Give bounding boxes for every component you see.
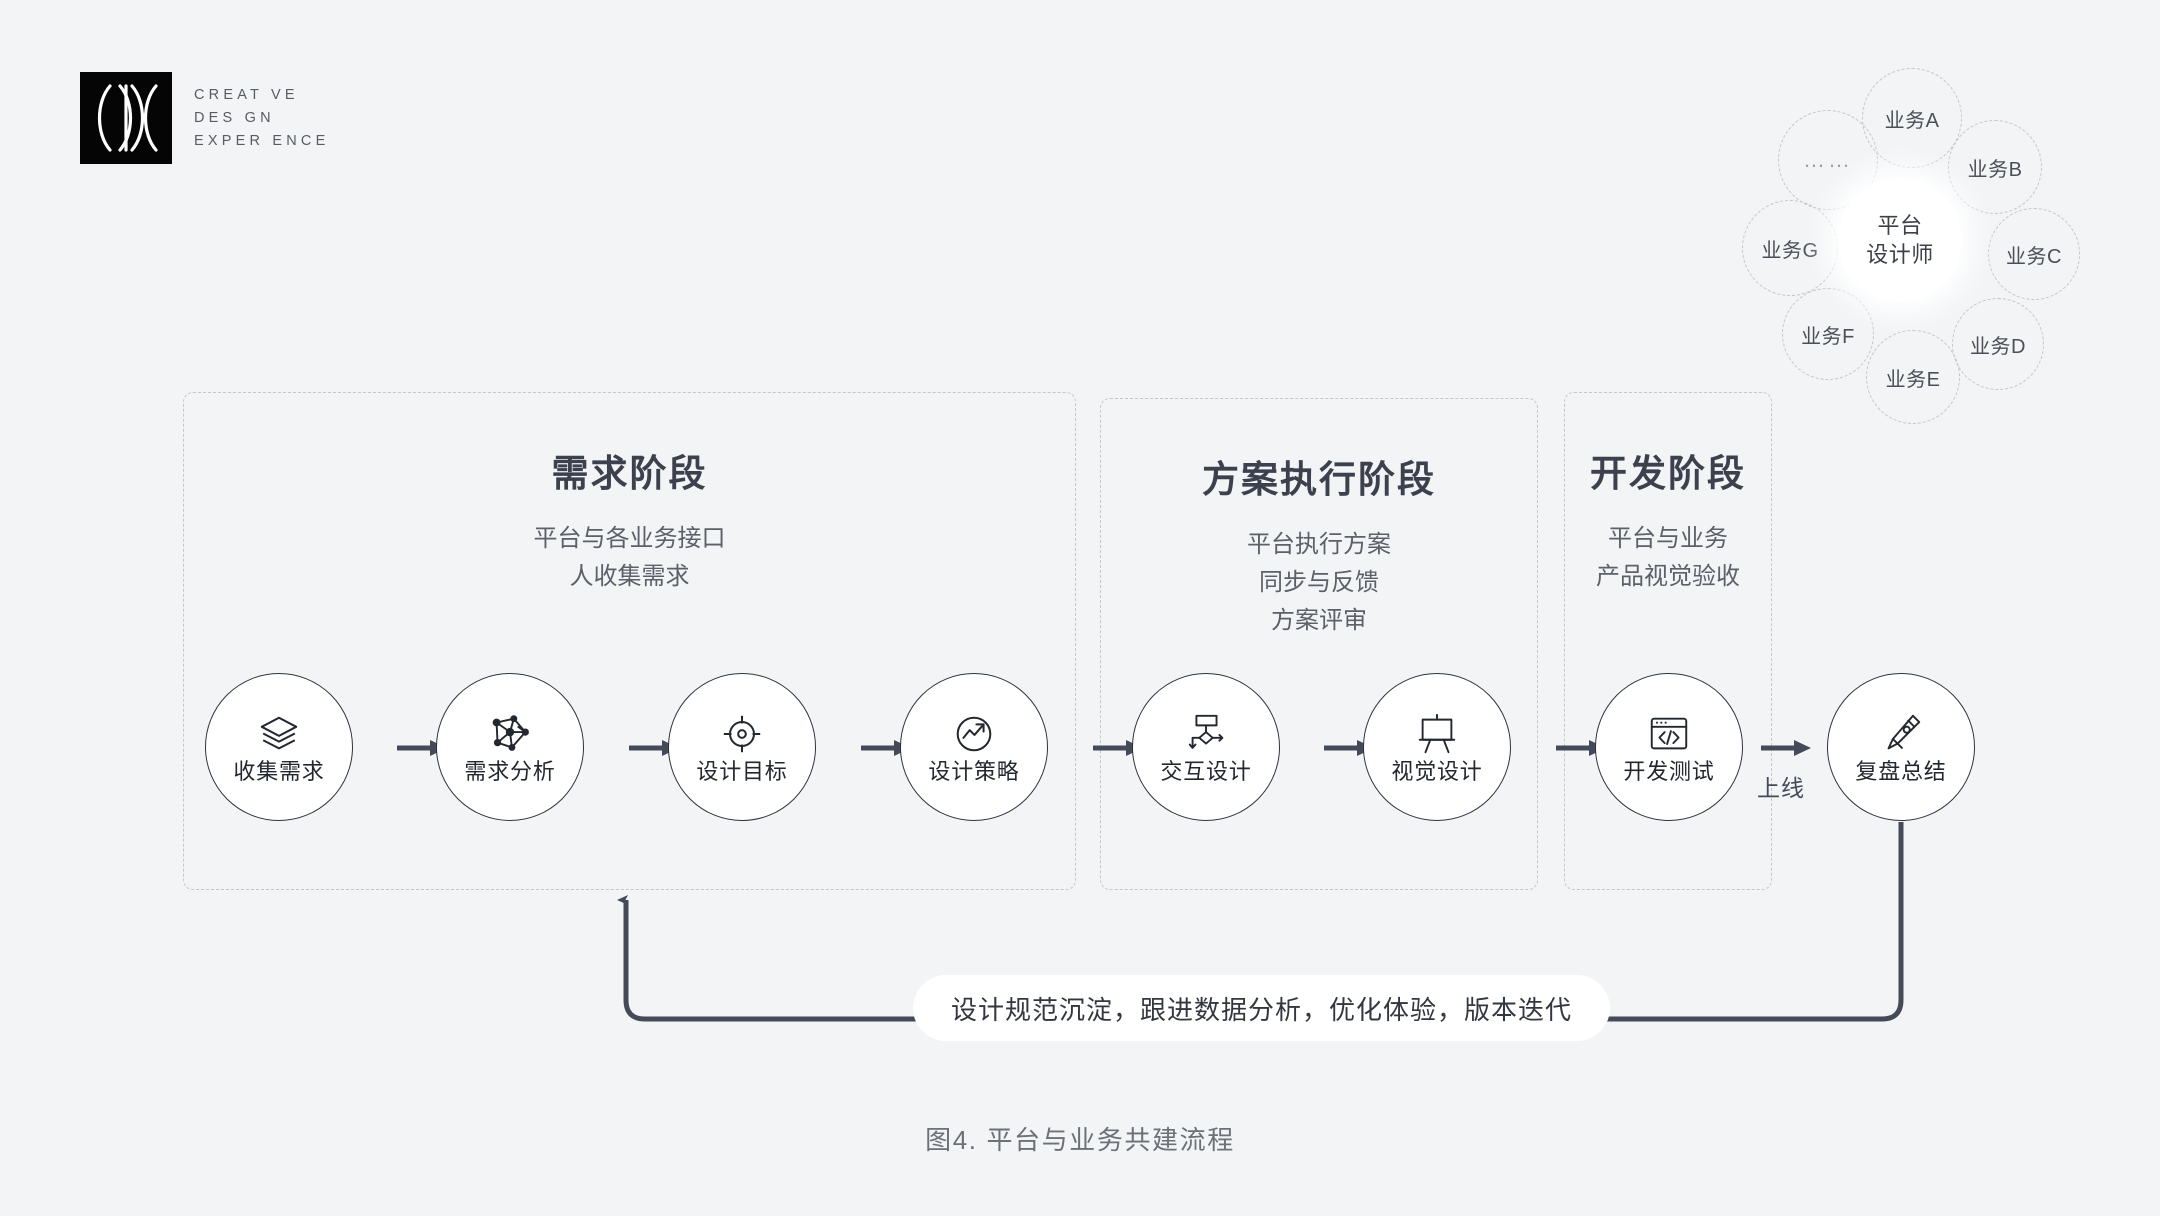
platform-designer-label: 平台	[1877, 212, 1923, 238]
logo-line-2: DES GN	[194, 110, 275, 126]
step-node-交互设计[interactable]: 交互设计	[1132, 673, 1280, 821]
layers-icon	[256, 711, 302, 757]
step-node-label: 视觉设计	[1391, 759, 1483, 784]
flowchart-icon	[1183, 711, 1229, 757]
step-node-label: 交互设计	[1160, 759, 1252, 784]
business-node-label: 业务C	[2006, 245, 2062, 268]
easel-icon	[1414, 711, 1460, 757]
feedback-label-pill: 设计规范沉淀，跟进数据分析，优化体验，版本迭代	[913, 975, 1611, 1041]
step-node-视觉设计[interactable]: 视觉设计	[1363, 673, 1511, 821]
feedback-label-text: 设计规范沉淀，跟进数据分析，优化体验，版本迭代	[951, 994, 1573, 1025]
phase-header-execution: 方案执行阶段平台执行方案同步与反馈方案评审	[1100, 461, 1538, 640]
step-node-设计策略[interactable]: 设计策略	[900, 673, 1048, 821]
business-cluster: 业务A 业务B 业务C 业务D 业务E 业务F 业务G …… 平台设计师	[1720, 60, 2120, 424]
business-node-label: 业务B	[1967, 158, 2023, 181]
step-node-label: 收集需求	[233, 759, 325, 784]
phase-subtitle-development: 平台与业务产品视觉验收	[1564, 520, 1772, 596]
business-node-label: 业务A	[1884, 109, 1940, 132]
business-node-业务B: 业务B	[1948, 120, 2042, 214]
step-node-复盘总结[interactable]: 复盘总结	[1827, 673, 1975, 821]
cdx-monogram-icon	[80, 72, 172, 164]
business-node-业务C: 业务C	[1988, 208, 2080, 300]
phase-subtitle-line: 平台与业务	[1608, 525, 1728, 552]
phase-subtitle-line: 同步与反馈	[1259, 568, 1379, 596]
step-node-label: 复盘总结	[1855, 759, 1947, 784]
phase-header-requirement: 需求阶段平台与各业务接口人收集需求	[183, 455, 1076, 596]
business-node-业务D: 业务D	[1952, 298, 2044, 390]
code-window-icon	[1646, 711, 1692, 757]
pen-nib-icon	[1878, 711, 1924, 757]
phase-title-execution: 方案执行阶段	[1202, 459, 1436, 500]
step-node-需求分析[interactable]: 需求分析	[436, 673, 584, 821]
business-node-业务A: 业务A	[1862, 68, 1962, 168]
logo-line-1: CREAT VE	[194, 87, 299, 103]
step-node-收集需求[interactable]: 收集需求	[205, 673, 353, 821]
business-node-more: ……	[1778, 110, 1878, 210]
trend-icon	[951, 711, 997, 757]
step-node-label: 设计目标	[696, 759, 788, 784]
business-node-业务G: 业务G	[1742, 200, 1838, 296]
step-node-设计目标[interactable]: 设计目标	[668, 673, 816, 821]
step-node-开发测试[interactable]: 开发测试	[1595, 673, 1743, 821]
platform-designer-label: 设计师	[1866, 242, 1934, 267]
network-icon	[487, 711, 533, 757]
target-icon	[719, 711, 765, 757]
phase-header-development: 开发阶段平台与业务产品视觉验收	[1564, 455, 1772, 596]
step-node-label: 设计策略	[928, 759, 1020, 784]
business-node-label: 业务G	[1761, 239, 1819, 262]
business-node-业务E: 业务E	[1866, 330, 1960, 424]
phase-subtitle-line: 产品视觉验收	[1596, 562, 1740, 590]
business-node-业务F: 业务F	[1782, 288, 1874, 380]
figure-caption: 图4. 平台与业务共建流程	[925, 1125, 1235, 1155]
brand-wordmark: CREAT VE DES GN EXPER ENCE	[194, 87, 329, 149]
logo-line-3: EXPER ENCE	[194, 133, 330, 149]
business-node-label: 业务E	[1885, 368, 1941, 391]
phase-title-requirement: 需求阶段	[551, 453, 708, 494]
connector-arrow-label: 上线	[1757, 775, 1805, 801]
business-node-label: ……	[1803, 147, 1853, 172]
step-node-label: 开发测试	[1623, 759, 1715, 784]
business-node-label: 业务F	[1801, 325, 1855, 348]
connector-arrow-7	[1760, 737, 1812, 759]
phase-title-development: 开发阶段	[1590, 453, 1746, 494]
phase-subtitle-execution: 平台执行方案同步与反馈方案评审	[1100, 526, 1538, 640]
phase-subtitle-line: 平台执行方案	[1247, 531, 1391, 558]
phase-subtitle-line: 平台与各业务接口	[533, 525, 726, 552]
business-node-label: 业务D	[1970, 335, 2026, 358]
phase-subtitle-line: 人收集需求	[569, 562, 690, 590]
platform-designer-node: 平台设计师	[1838, 178, 1962, 302]
phase-subtitle-requirement: 平台与各业务接口人收集需求	[183, 520, 1076, 596]
step-node-label: 需求分析	[464, 759, 556, 784]
phase-subtitle-line: 方案评审	[1271, 606, 1367, 634]
brand-logo: CREAT VE DES GN EXPER ENCE	[80, 72, 329, 164]
